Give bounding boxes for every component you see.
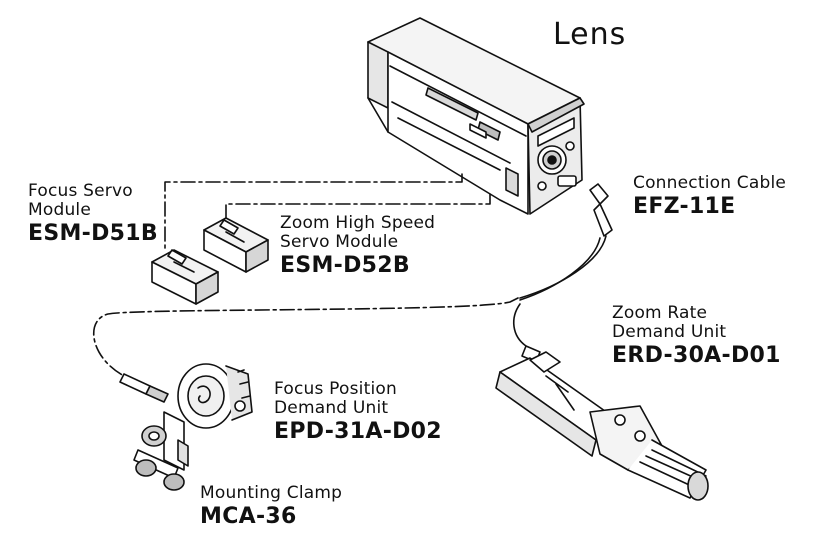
zoom-servo-name-line1: Zoom High Speed	[280, 213, 436, 233]
label-mounting-clamp: Mounting Clamp MCA-36	[200, 483, 343, 530]
focus-demand-name-line1: Focus Position	[274, 379, 397, 399]
mounting-clamp-name: Mounting Clamp	[200, 483, 343, 503]
zoom-demand-model: ERD-30A-D01	[612, 343, 781, 369]
connection-cable-name: Connection Cable	[633, 173, 787, 193]
lens-title: Lens	[553, 17, 627, 52]
cable-to-focus-demand	[93, 297, 519, 379]
focus-servo-name-line1: Focus Servo	[28, 181, 133, 201]
focus-servo-model: ESM-D51B	[28, 221, 158, 247]
zoom-servo-module-illustration	[203, 217, 269, 273]
focus-servo-module-illustration	[151, 249, 219, 305]
cable-lens-to-focus-servo	[164, 173, 463, 253]
focus-servo-name-line2: Module	[28, 200, 92, 221]
zoom-demand-unit-illustration	[495, 351, 709, 501]
cable-routes	[93, 173, 519, 379]
focus-demand-unit-illustration	[119, 363, 253, 429]
mounting-clamp-illustration	[133, 411, 189, 491]
label-focus-position-demand-unit: Focus Position Demand Unit EPD-31A-D02	[274, 379, 442, 445]
focus-demand-model: EPD-31A-D02	[274, 419, 442, 445]
cable-lens-to-zoom-servo	[225, 193, 491, 225]
label-zoom-servo-module: Zoom High Speed Servo Module ESM-D52B	[280, 213, 436, 279]
label-focus-servo-module: Focus Servo Module ESM-D51B	[28, 181, 158, 247]
zoom-servo-model: ESM-D52B	[280, 253, 410, 279]
zoom-servo-name-line2: Servo Module	[280, 232, 399, 253]
zoom-demand-name-line2: Demand Unit	[612, 322, 727, 343]
connection-cable-model: EFZ-11E	[633, 194, 736, 220]
focus-demand-name-line2: Demand Unit	[274, 398, 389, 419]
lens-illustration	[367, 17, 585, 215]
zoom-demand-name-line1: Zoom Rate	[612, 303, 708, 323]
label-zoom-rate-demand-unit: Zoom Rate Demand Unit ERD-30A-D01	[612, 303, 781, 369]
mounting-clamp-model: MCA-36	[200, 504, 297, 530]
label-connection-cable: Connection Cable EFZ-11E	[633, 173, 787, 220]
